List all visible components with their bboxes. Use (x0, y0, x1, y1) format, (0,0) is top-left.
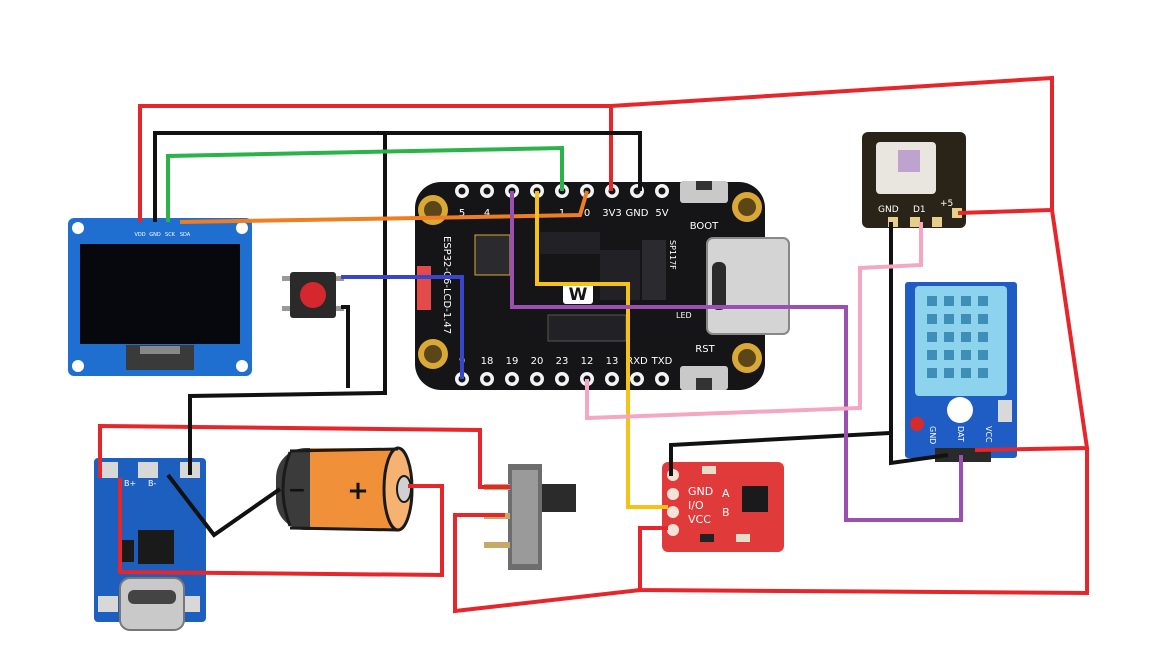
touch-sensor-module: GND I/O VCC A B (662, 462, 784, 552)
rgb-pin-d1: D1 (913, 205, 926, 215)
usb-c-opening (712, 262, 726, 310)
wire-black-dht-touch-gnd (669, 431, 892, 476)
dht-pin-dat: DAT (956, 426, 965, 442)
esp32-pin-label-gnd: GND (626, 208, 649, 219)
oled-pin-sck: SCK (165, 232, 176, 238)
oled-screen (80, 244, 240, 344)
wire-red-switch-touch (453, 513, 641, 614)
esp32-pin-label-13: 13 (606, 356, 619, 367)
charger-mosfet (120, 540, 134, 562)
touch-pin-io: I/O (688, 499, 704, 512)
oled-ribbon-flex (140, 346, 180, 354)
esp32-model-label: ESP32-C6-LCD-1.47 (441, 236, 452, 334)
charger-ic (138, 530, 174, 564)
touch-ic (742, 486, 768, 512)
charger-label-bplus: B+ (124, 479, 136, 488)
esp32-bottom-pin-row (455, 372, 669, 386)
esp32-pin-label-4: 4 (484, 208, 490, 219)
dht-mount-hole (947, 397, 973, 423)
lcd-connector (417, 266, 431, 310)
wire-red-charger-switch (98, 423, 510, 489)
esp32-pin-label-3v3: 3V3 (602, 208, 622, 219)
esp32-pin-label-0: 0 (584, 208, 590, 219)
wire-black-charger-battery (166, 473, 282, 538)
wire-blue-button-signal (341, 275, 464, 379)
esp32-pin-label-5: 5 (459, 208, 465, 219)
charger-usb-c-opening (128, 590, 176, 604)
slide-switch-knob[interactable] (542, 484, 576, 512)
charger-module: B+ B- (94, 458, 206, 631)
wire-black-gnd-charger (188, 133, 387, 475)
charger-label-bminus: B- (148, 479, 156, 488)
component-pad-array (547, 314, 627, 342)
push-button-cap (300, 282, 326, 308)
boot-button[interactable] (680, 181, 728, 203)
ldo-chip-label: SP117F (668, 240, 677, 270)
esp32-pin-label-18: 18 (481, 356, 494, 367)
boot-button-cap (696, 181, 712, 190)
wire-pink-rgb-data (585, 222, 923, 421)
esp32-pin-label-5v: 5V (655, 208, 668, 219)
touch-pin-vcc: VCC (688, 513, 711, 526)
dht-pin-vcc: VCC (984, 426, 993, 443)
wire-black-oled-gnd (153, 131, 642, 222)
oled-pin-sda: SDA (180, 232, 191, 238)
oled-pin-vdd: VDD (134, 232, 145, 238)
wire-red-battery-charger (118, 478, 444, 578)
battery-minus-sign: − (288, 478, 306, 503)
esp32-pin-label-rxd: RXD (626, 356, 648, 367)
touch-pad-b: B (722, 506, 730, 519)
wire-red-oled-vdd-3v3 (138, 104, 613, 222)
led-label: LED (676, 311, 692, 320)
wire-orange-oled-sda (179, 190, 589, 224)
rgb-pin-gnd: GND (878, 205, 899, 215)
wire-purple-dht-data (510, 191, 963, 522)
esp32-pin-label-19: 19 (506, 356, 519, 367)
waveshare-logo (563, 282, 593, 304)
component-block-2 (600, 250, 640, 300)
boot-label: BOOT (690, 221, 719, 232)
wire-green-oled-sck (166, 145, 564, 222)
esp32-pin-label-23: 23 (556, 356, 569, 367)
chip-module (474, 234, 511, 276)
wire-black-rgb-dht-gnd (889, 222, 949, 466)
dht-power-led (910, 417, 924, 431)
touch-pad-a: A (722, 487, 730, 500)
component-block (540, 232, 600, 254)
ldo-chip (642, 240, 666, 300)
battery-plus-sign: + (347, 476, 369, 506)
push-button (282, 272, 344, 318)
wire-yellow-touch-io (535, 191, 668, 509)
wire-black-button-gnd (341, 305, 350, 388)
dht11-sensor-module: GND DAT VCC (905, 282, 1017, 462)
logo-letter: W (569, 285, 588, 305)
oled-pin-gnd: GND (149, 232, 161, 238)
rst-label: RST (695, 344, 715, 355)
rgb-pin-5v: +5 (940, 199, 953, 209)
esp32-pin-label-txd: TXD (651, 356, 673, 367)
rgb-led-module: GND D1 +5 (862, 132, 966, 228)
oled-display-module: VDD GND SCK SDA (68, 218, 252, 376)
dht-pin-gnd: GND (928, 426, 937, 444)
wires (98, 75, 1090, 614)
esp32-pin-label-12: 12 (581, 356, 594, 367)
usb-c-port (706, 237, 790, 335)
wire-red-3v3-rgb (610, 75, 1054, 215)
battery: − + (276, 446, 414, 532)
esp32-pin-label-20: 20 (531, 356, 544, 367)
touch-pin-gnd: GND (688, 485, 713, 498)
rst-button-cap (696, 378, 712, 390)
